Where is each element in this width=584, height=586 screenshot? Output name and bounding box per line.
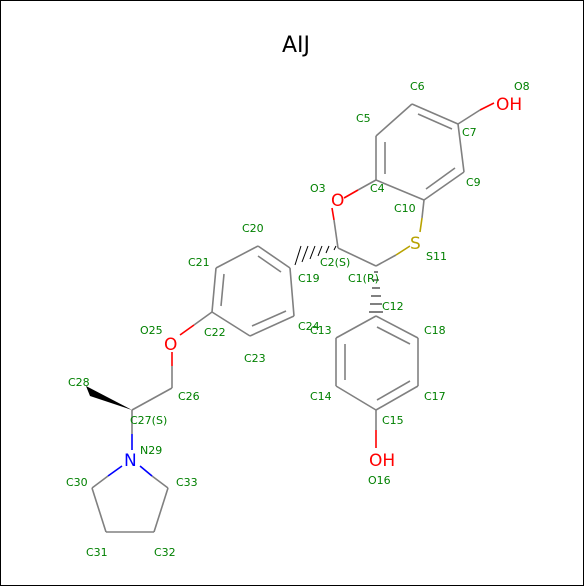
label-c5: C5	[356, 112, 371, 125]
atom-o-ring: O	[331, 191, 344, 211]
label-c4: C4	[370, 182, 385, 195]
label-c7: C7	[462, 126, 477, 139]
atom-labels: C6 O8 C5 C7 C9 O3 C4 C10 C20 S11 C21 C2(…	[66, 80, 530, 559]
label-o8: O8	[514, 80, 530, 93]
label-c32: C32	[154, 546, 176, 559]
atom-s-ring: S	[410, 234, 421, 254]
label-c26: C26	[178, 390, 200, 403]
label-c1: C1(R)	[348, 272, 379, 285]
label-c12: C12	[382, 300, 404, 313]
atom-oh-bottom: OH	[369, 451, 395, 471]
label-o3: O3	[310, 182, 326, 195]
label-c28: C28	[68, 376, 90, 389]
label-o25: O25	[140, 324, 163, 337]
label-c21: C21	[188, 256, 210, 269]
atom-symbols: OH O S O N OH	[124, 95, 522, 471]
label-o16: O16	[368, 474, 391, 487]
label-c17: C17	[424, 390, 446, 403]
label-c20: C20	[242, 222, 264, 235]
label-c27: C27(S)	[130, 414, 167, 427]
label-c33: C33	[176, 476, 198, 489]
diagram-title: AIJ	[282, 33, 310, 58]
label-n29: N29	[140, 444, 162, 457]
bonds	[86, 102, 495, 533]
label-c31: C31	[86, 546, 108, 559]
label-c15: C15	[382, 414, 404, 427]
atom-oh-top: OH	[496, 95, 522, 115]
label-c10: C10	[394, 202, 416, 215]
label-c30: C30	[66, 476, 88, 489]
atom-o-ether: O	[164, 335, 177, 355]
label-c13: C13	[310, 324, 332, 337]
label-c2: C2(S)	[320, 256, 350, 269]
label-c14: C14	[310, 390, 332, 403]
label-c22: C22	[204, 326, 226, 339]
label-c19: C19	[298, 272, 320, 285]
atom-n-ring: N	[124, 451, 137, 471]
label-c18: C18	[424, 324, 446, 337]
label-c6: C6	[410, 80, 425, 93]
label-s11: S11	[426, 250, 447, 263]
label-c24: C24	[298, 320, 320, 333]
label-c9: C9	[466, 176, 481, 189]
label-c23: C23	[244, 352, 266, 365]
